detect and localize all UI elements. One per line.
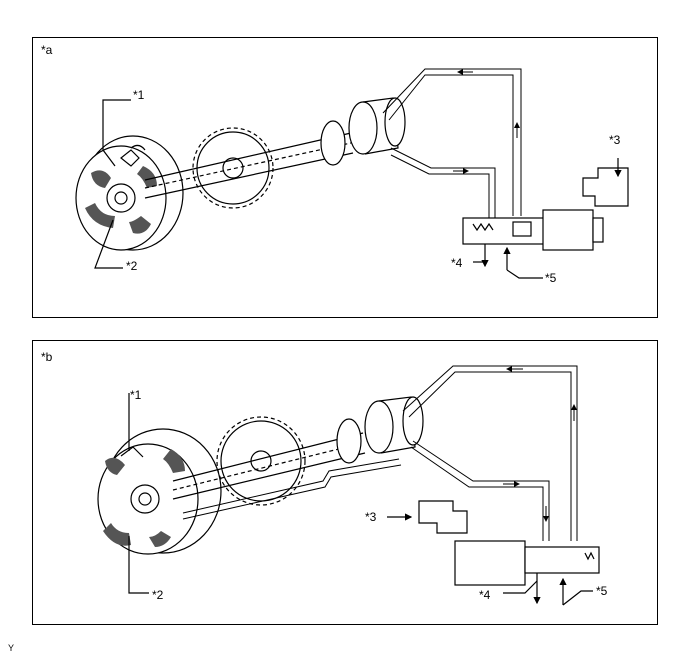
- callout-3-b: *3: [365, 510, 377, 524]
- callout-2-b: *2: [152, 588, 164, 602]
- camshaft-b: [172, 396, 424, 520]
- panel-b-tag: *b: [41, 350, 53, 364]
- callout-leaders-b: [128, 393, 593, 606]
- vvt-diagram-a: *a: [41, 43, 629, 285]
- oil-passages-b: [402, 365, 578, 541]
- diagram-panel-b: *b: [32, 340, 658, 625]
- oil-control-valve-b: [418, 500, 600, 586]
- panel-a-tag: *a: [41, 43, 53, 57]
- vvt-controller-a: [75, 135, 184, 251]
- oil-passages-a: [382, 68, 522, 218]
- callout-5-a: *5: [545, 271, 557, 285]
- callout-leaders-a: [94, 99, 622, 279]
- callout-1-b: *1: [130, 388, 142, 402]
- callout-2-a: *2: [126, 259, 138, 273]
- diagram-panel-a: *a: [32, 37, 658, 318]
- callout-1-a: *1: [133, 88, 145, 102]
- camshaft-a: [144, 97, 406, 199]
- callout-4-a: *4: [451, 256, 463, 270]
- oil-control-valve-a: [462, 167, 629, 251]
- callout-3-a: *3: [609, 133, 621, 147]
- callout-4-b: *4: [479, 588, 491, 602]
- callout-5-b: *5: [596, 584, 608, 598]
- cam-sprocket-a: [192, 127, 274, 209]
- vvt-controller-b: [97, 428, 222, 555]
- vvt-diagram-b: *b: [41, 350, 608, 606]
- footer-mark: Y: [8, 643, 15, 653]
